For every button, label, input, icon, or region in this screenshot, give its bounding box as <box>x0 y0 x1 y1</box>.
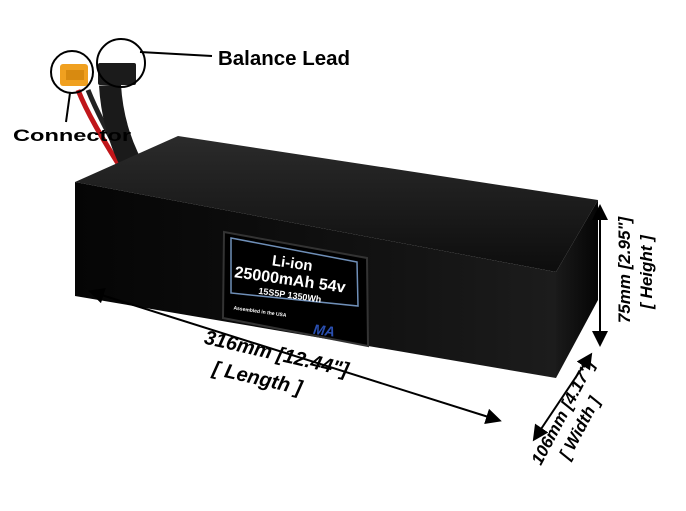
width-arrow <box>532 352 593 442</box>
brand-logo: MA <box>312 321 336 340</box>
xt-connector <box>60 64 88 86</box>
battery-side-face <box>556 200 598 378</box>
height-dimension: 75mm [2.95"] <box>615 216 634 324</box>
battery-top-face <box>75 136 598 272</box>
connector-callout-circle <box>50 50 94 94</box>
length-arrow <box>88 287 502 425</box>
balance-plug <box>98 63 136 85</box>
connector-callout-line <box>65 92 71 123</box>
connector-label: Connector <box>13 126 132 145</box>
height-label: [ Height ] <box>637 234 656 310</box>
balance-lead-label: Balance Lead <box>218 48 350 70</box>
balance-callout-circle <box>96 38 146 88</box>
label-chemistry: Li-ion <box>271 252 314 275</box>
balance-callout-line <box>139 51 213 57</box>
